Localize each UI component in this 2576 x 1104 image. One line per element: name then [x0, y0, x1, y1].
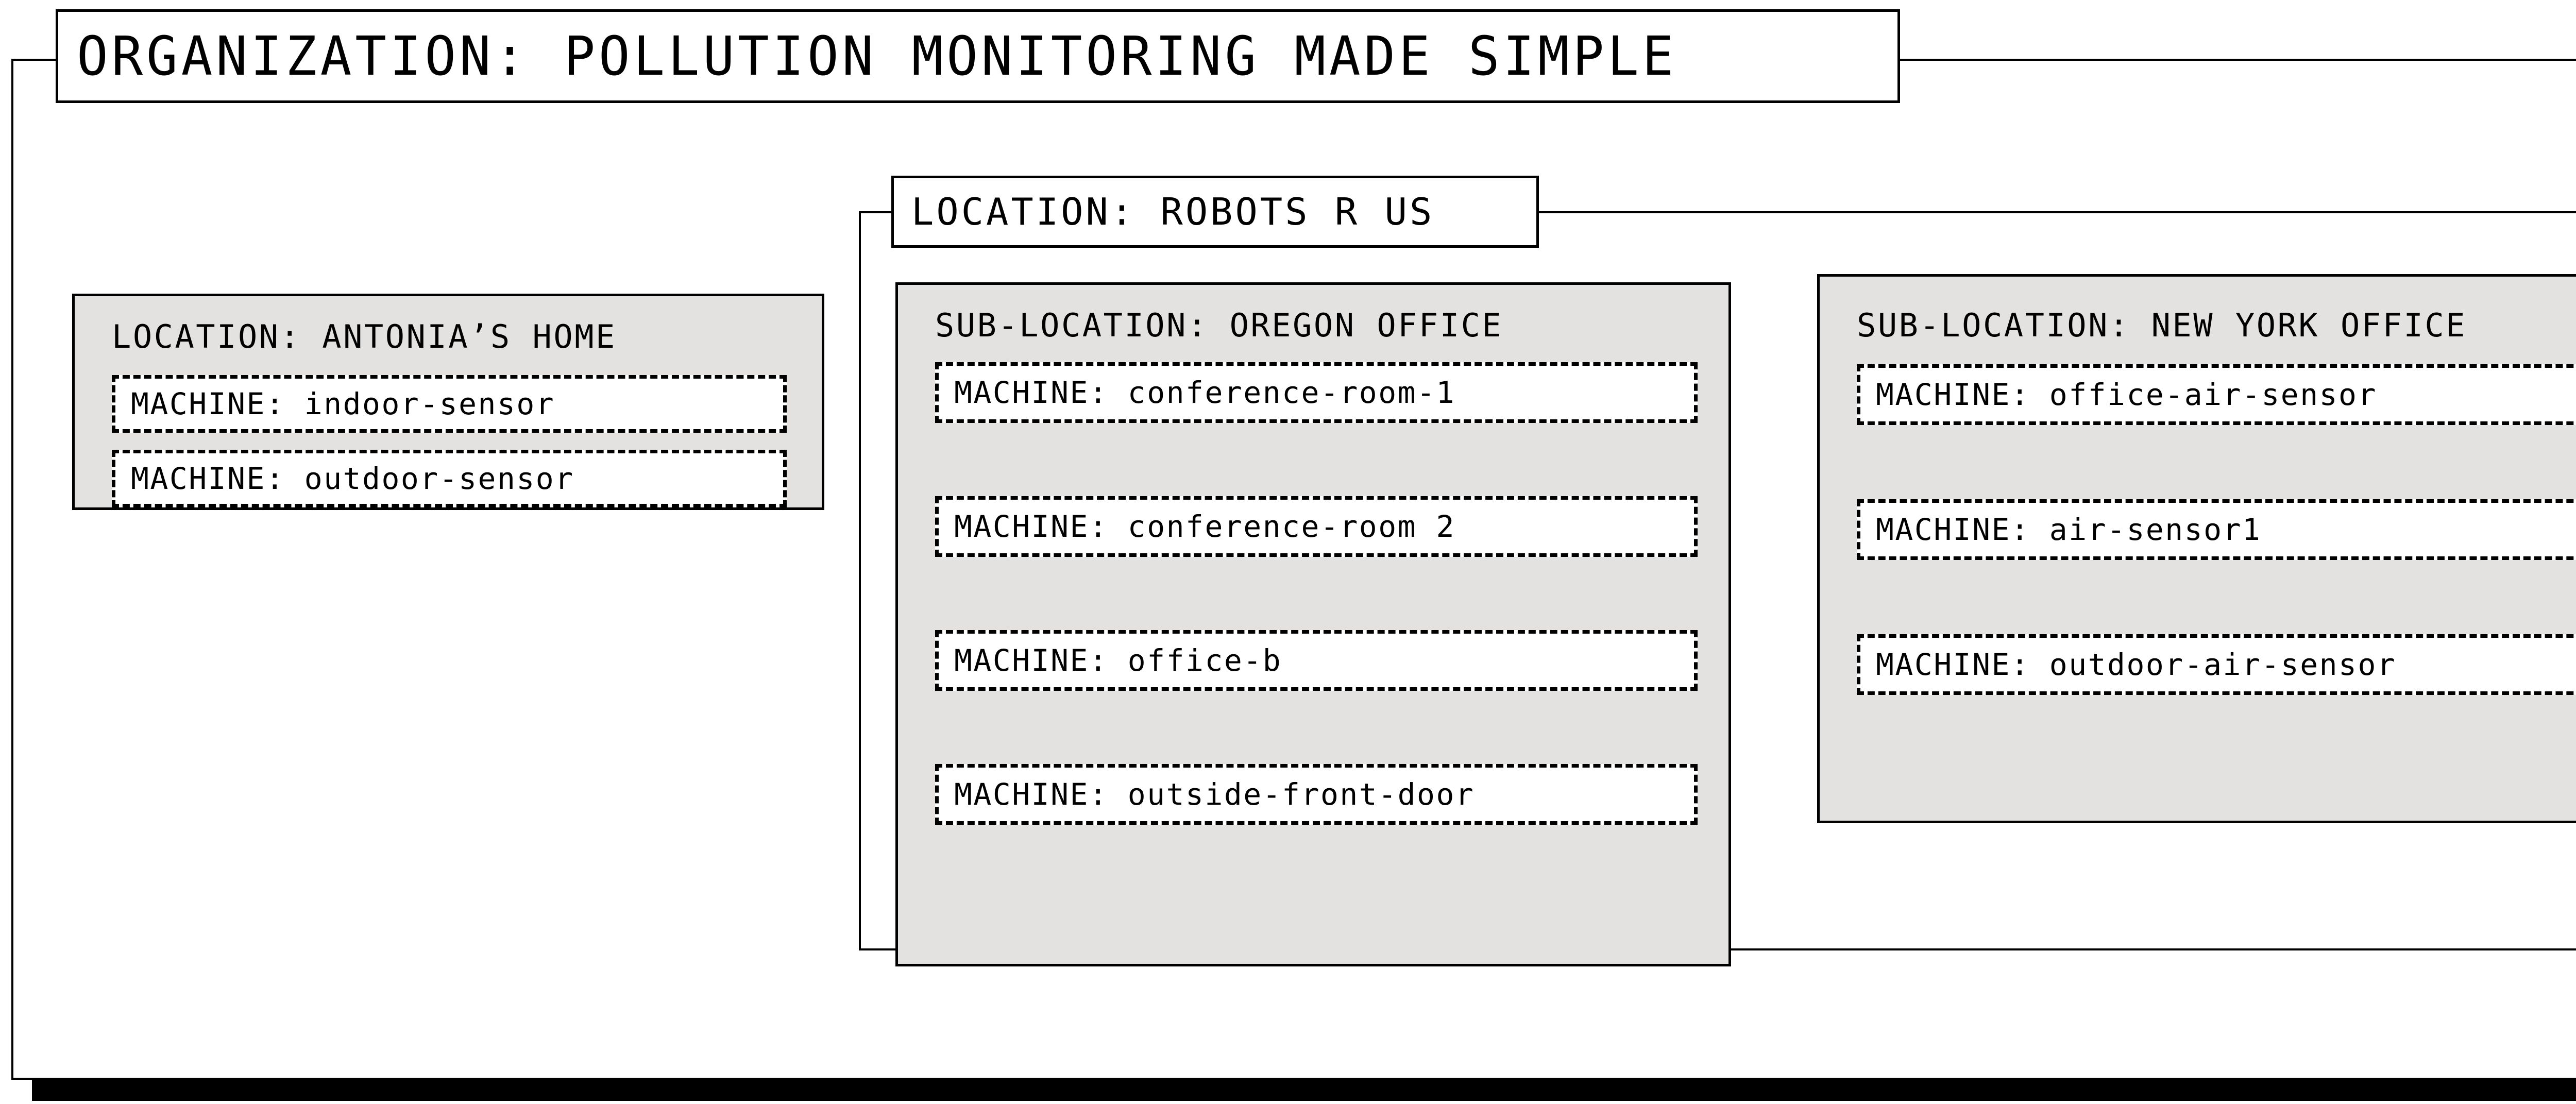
location-title-robots-r-us: LOCATION: ROBOTS R US [911, 190, 1435, 233]
machine-card-outside-front-door[interactable]: MACHINE: outside-front-door [935, 764, 1698, 825]
sub-location-card-new-york-office[interactable]: SUB-LOCATION: NEW YORK OFFICE MACHINE: o… [1817, 274, 2576, 823]
machine-label-office-b: MACHINE: office-b [954, 643, 1282, 678]
machine-label-outdoor-air-sensor: MACHINE: outdoor-air-sensor [1876, 647, 2397, 682]
sub-location-title-oregon-office: SUB-LOCATION: OREGON OFFICE [935, 307, 1503, 344]
machine-label-outdoor-sensor: MACHINE: outdoor-sensor [131, 461, 574, 496]
location-title-box-robots-r-us: LOCATION: ROBOTS R US [891, 176, 1539, 248]
machine-label-air-sensor1: MACHINE: air-sensor1 [1876, 512, 2262, 547]
organization-title-label: ORGANIZATION: POLLUTION MONITORING MADE … [77, 25, 1677, 88]
machine-card-outdoor-sensor[interactable]: MACHINE: outdoor-sensor [112, 450, 787, 507]
machine-label-indoor-sensor: MACHINE: indoor-sensor [131, 386, 555, 421]
organization-title-box: ORGANIZATION: POLLUTION MONITORING MADE … [56, 9, 1900, 103]
location-title-antonias-home: LOCATION: ANTONIA’S HOME [112, 318, 617, 355]
machine-card-indoor-sensor[interactable]: MACHINE: indoor-sensor [112, 375, 787, 433]
machine-card-outdoor-air-sensor[interactable]: MACHINE: outdoor-air-sensor [1857, 634, 2576, 695]
machine-card-conference-room-1[interactable]: MACHINE: conference-room-1 [935, 362, 1698, 423]
machine-label-conference-room-2: MACHINE: conference-room 2 [954, 509, 1455, 544]
sub-location-title-new-york-office: SUB-LOCATION: NEW YORK OFFICE [1857, 307, 2467, 344]
machine-card-office-air-sensor[interactable]: MACHINE: office-air-sensor [1857, 364, 2576, 425]
machine-label-outside-front-door: MACHINE: outside-front-door [954, 777, 1475, 812]
machine-label-conference-room-1: MACHINE: conference-room-1 [954, 375, 1455, 410]
location-card-antonias-home[interactable]: LOCATION: ANTONIA’S HOME MACHINE: indoor… [72, 294, 824, 510]
machine-card-office-b[interactable]: MACHINE: office-b [935, 630, 1698, 691]
machine-card-air-sensor1[interactable]: MACHINE: air-sensor1 [1857, 499, 2576, 560]
machine-label-office-air-sensor: MACHINE: office-air-sensor [1876, 377, 2377, 412]
machine-card-conference-room-2[interactable]: MACHINE: conference-room 2 [935, 496, 1698, 557]
sub-location-card-oregon-office[interactable]: SUB-LOCATION: OREGON OFFICE MACHINE: con… [895, 282, 1731, 966]
